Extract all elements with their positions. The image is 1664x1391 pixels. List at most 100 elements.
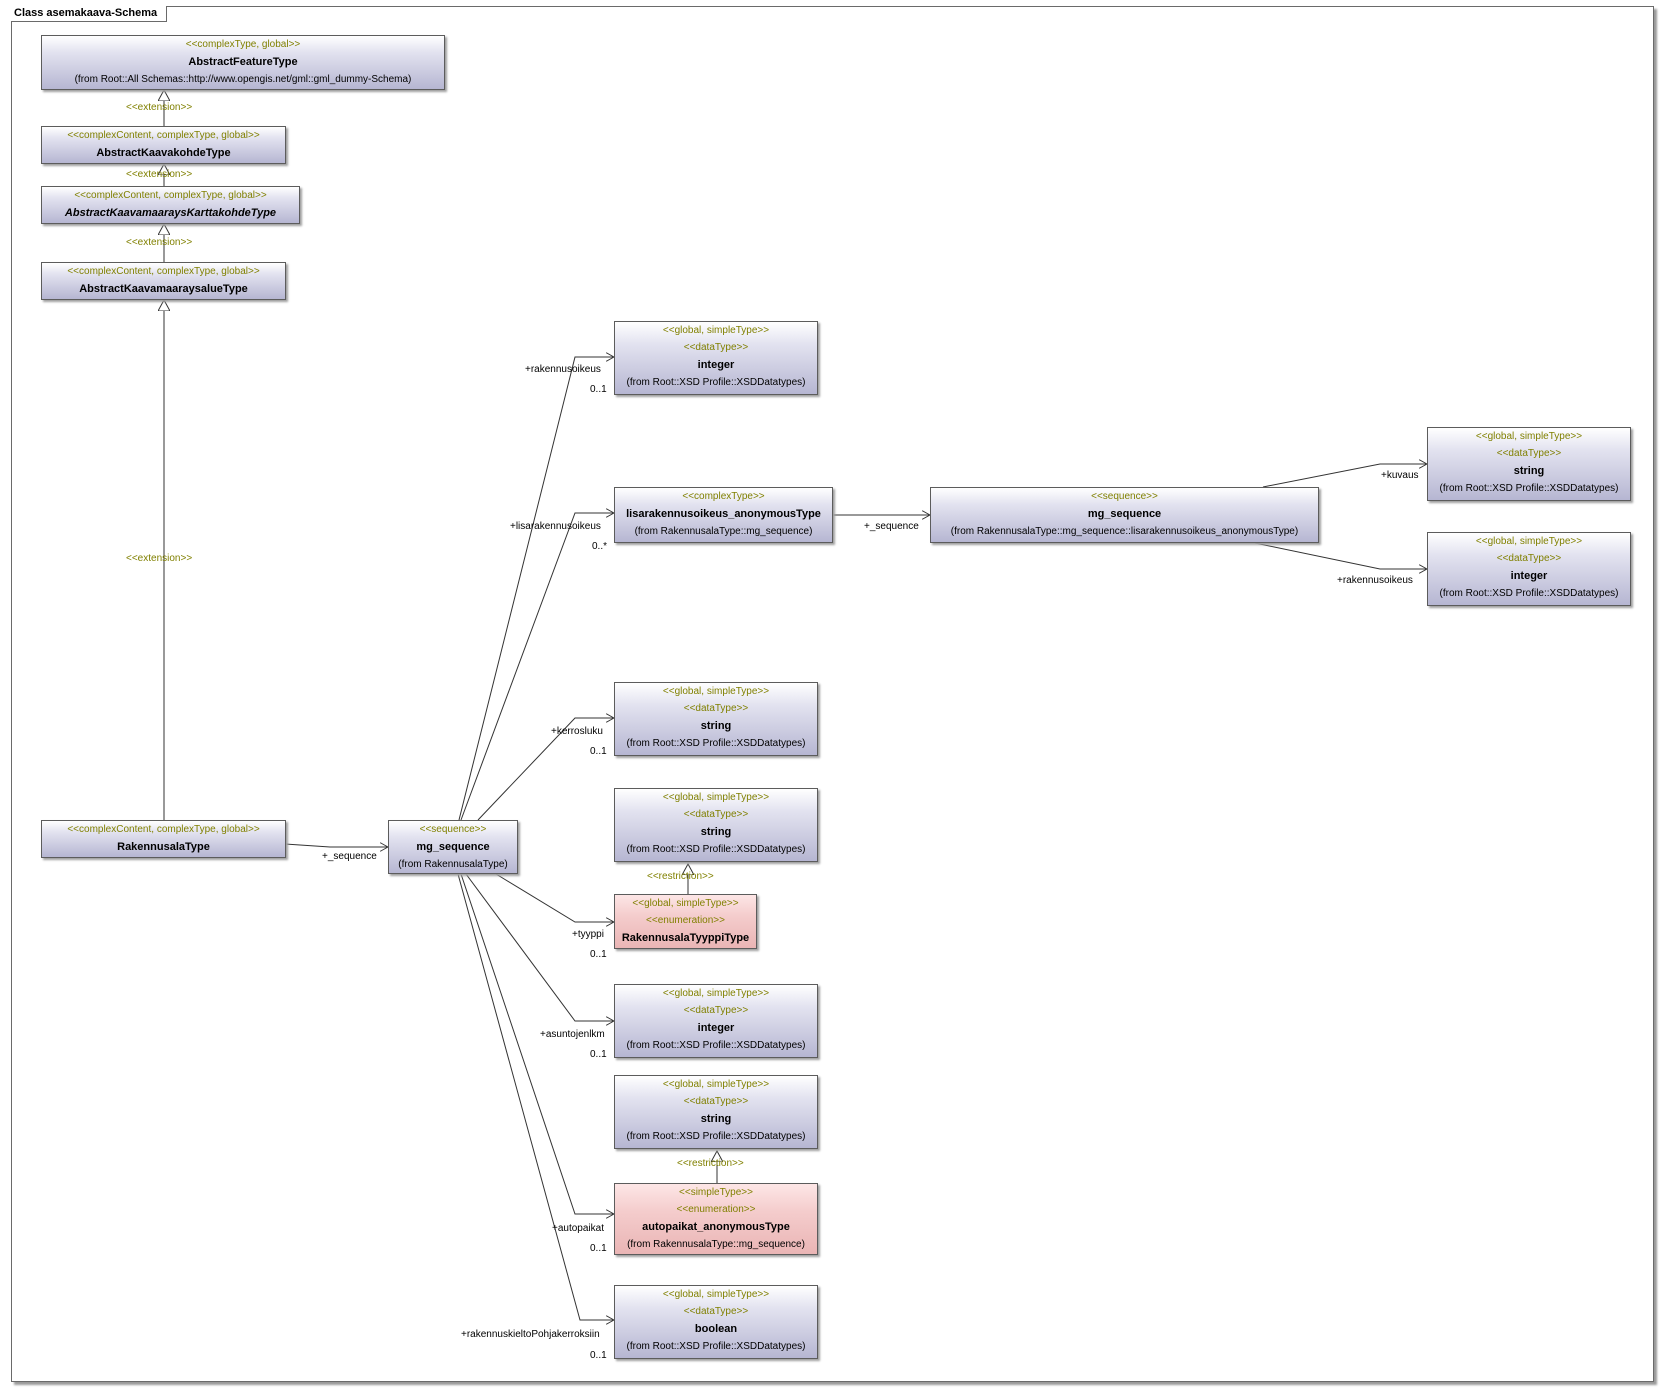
class-name: autopaikat_anonymousType — [642, 1221, 790, 1233]
association-autopaikat — [460, 873, 614, 1214]
stereotype: <<dataType>> — [1496, 553, 1562, 564]
class-origin: (from Root::All Schemas::http://www.open… — [74, 74, 412, 85]
extension-label: <<extension>> — [126, 553, 193, 564]
class-name: mg_sequence — [416, 841, 490, 853]
stereotype: <<global, simpleType>> — [1475, 431, 1583, 442]
multiplicity-label: 0..1 — [590, 746, 607, 757]
association-kuvaus — [1262, 464, 1427, 488]
multiplicity-label: 0..1 — [590, 1049, 607, 1060]
class-name: integer — [697, 1022, 735, 1034]
role-label: +rakennusoikeus — [1337, 575, 1413, 586]
stereotype: <<enumeration>> — [646, 915, 725, 926]
class-name: lisarakennusoikeus_anonymousType — [626, 508, 821, 520]
class-name: string — [700, 720, 732, 732]
restriction-label: <<restriction>> — [647, 871, 714, 882]
class-name: mg_sequence — [1087, 508, 1162, 520]
class-abstract-kaavamaaraysalue-type[interactable]: <<complexContent, complexType, global>> … — [41, 262, 286, 300]
stereotype: <<global, simpleType>> — [662, 988, 770, 999]
class-name: integer — [1510, 570, 1548, 582]
class-string-kerrosluku[interactable]: <<global, simpleType>> <<dataType>> stri… — [614, 682, 818, 756]
multiplicity-label: 0..1 — [590, 1350, 607, 1361]
association-kielto — [457, 873, 614, 1320]
class-mg-sequence[interactable]: <<sequence>> mg_sequence (from Rakennusa… — [388, 820, 518, 874]
stereotype: <<global, simpleType>> — [632, 898, 739, 909]
stereotype: <<sequence>> — [419, 824, 487, 835]
stereotype: <<simpleType>> — [679, 1187, 753, 1198]
diagram-title: Class asemakaava-Schema — [11, 6, 168, 22]
class-string-kuvaus[interactable]: <<global, simpleType>> <<dataType>> stri… — [1427, 427, 1631, 501]
class-abstract-kaavamaarays-karttakohde-type[interactable]: <<complexContent, complexType, global>> … — [41, 186, 300, 224]
restriction-label: <<restriction>> — [677, 1158, 744, 1169]
class-name: AbstractKaavakohdeType — [96, 147, 231, 159]
class-name: AbstractKaavamaaraysalueType — [79, 283, 248, 295]
stereotype: <<complexType>> — [682, 491, 765, 502]
stereotype: <<dataType>> — [683, 1096, 749, 1107]
class-name: string — [700, 1113, 732, 1125]
class-rakennusala-tyyppi-type[interactable]: <<global, simpleType>> <<enumeration>> R… — [614, 894, 757, 949]
stereotype: <<complexType, global>> — [185, 39, 301, 50]
association-rakennusoikeus — [458, 357, 614, 821]
class-name: AbstractKaavamaaraysKarttakohdeType — [64, 207, 277, 219]
stereotype: <<complexContent, complexType, global>> — [67, 824, 260, 835]
class-abstract-kaavakohde-type[interactable]: <<complexContent, complexType, global>> … — [41, 126, 286, 164]
class-autopaikat-anonymous-type[interactable]: <<simpleType>> <<enumeration>> autopaika… — [614, 1183, 818, 1255]
role-label: +tyyppi — [572, 929, 604, 940]
role-label: +rakennusoikeus — [525, 364, 601, 375]
stereotype: <<global, simpleType>> — [1475, 536, 1583, 547]
class-name: string — [1513, 465, 1545, 477]
association-kerrosluku — [477, 718, 614, 821]
class-name: RakennusalaTyyppiType — [621, 932, 750, 944]
stereotype: <<global, simpleType>> — [662, 325, 770, 336]
multiplicity-label: 0..* — [592, 541, 608, 552]
class-rakennusala-type[interactable]: <<complexContent, complexType, global>> … — [41, 820, 286, 858]
class-name: boolean — [694, 1323, 738, 1335]
class-integer-asuntojenlkm[interactable]: <<global, simpleType>> <<dataType>> inte… — [614, 984, 818, 1058]
multiplicity-label: 0..1 — [590, 384, 607, 395]
stereotype: <<dataType>> — [683, 1005, 749, 1016]
stereotype: <<enumeration>> — [676, 1204, 756, 1215]
role-label: +kerrosluku — [551, 726, 603, 737]
stereotype: <<dataType>> — [683, 342, 749, 353]
class-origin: (from Root::XSD Profile::XSDDatatypes) — [626, 738, 806, 749]
stereotype: <<dataType>> — [683, 809, 749, 820]
association-tyyppi — [495, 873, 614, 922]
class-name: string — [700, 826, 732, 838]
stereotype: <<dataType>> — [683, 1306, 749, 1317]
extension-label: <<extension>> — [126, 102, 193, 113]
stereotype: <<dataType>> — [1496, 448, 1562, 459]
class-origin: (from Root::XSD Profile::XSDDatatypes) — [1439, 588, 1619, 599]
association-asuntojenlkm — [465, 873, 614, 1021]
class-origin: (from Root::XSD Profile::XSDDatatypes) — [626, 1131, 806, 1142]
association-lisa-rakennusoikeus — [1254, 542, 1427, 569]
stereotype: <<global, simpleType>> — [662, 1289, 770, 1300]
class-boolean-kielto[interactable]: <<global, simpleType>> <<dataType>> bool… — [614, 1285, 818, 1359]
class-integer-lisa-rakennusoikeus[interactable]: <<global, simpleType>> <<dataType>> inte… — [1427, 532, 1631, 606]
class-string-autopaikat-base[interactable]: <<global, simpleType>> <<dataType>> stri… — [614, 1075, 818, 1149]
role-label: +lisarakennusoikeus — [510, 521, 601, 532]
stereotype: <<global, simpleType>> — [662, 792, 770, 803]
class-abstract-feature-type[interactable]: <<complexType, global>> AbstractFeatureT… — [41, 35, 445, 90]
class-integer-rakennusoikeus[interactable]: <<global, simpleType>> <<dataType>> inte… — [614, 321, 818, 395]
stereotype: <<global, simpleType>> — [662, 686, 770, 697]
class-origin: (from Root::XSD Profile::XSDDatatypes) — [626, 844, 806, 855]
class-origin: (from RakennusalaType::mg_sequence::lisa… — [950, 526, 1299, 537]
class-name: AbstractFeatureType — [188, 56, 298, 68]
diagram-frame — [11, 6, 1654, 1382]
role-label: +_sequence — [322, 851, 377, 862]
class-string-tyyppi-base[interactable]: <<global, simpleType>> <<dataType>> stri… — [614, 788, 818, 862]
class-name: RakennusalaType — [117, 841, 210, 853]
multiplicity-label: 0..1 — [590, 949, 607, 960]
class-origin: (from RakennusalaType) — [398, 859, 508, 870]
role-label: +autopaikat — [552, 1223, 604, 1234]
stereotype: <<dataType>> — [683, 703, 749, 714]
role-label: +rakennuskieltoPohjakerroksiin — [461, 1329, 600, 1340]
stereotype: <<sequence>> — [1091, 491, 1158, 502]
class-origin: (from Root::XSD Profile::XSDDatatypes) — [626, 377, 806, 388]
class-mg-sequence-lisa[interactable]: <<sequence>> mg_sequence (from Rakennusa… — [930, 487, 1319, 543]
role-label: +_sequence — [864, 521, 919, 532]
class-lisarakennusoikeus-anonymous-type[interactable]: <<complexType>> lisarakennusoikeus_anony… — [614, 487, 833, 543]
class-origin: (from RakennusalaType::mg_sequence) — [627, 1239, 805, 1250]
stereotype: <<complexContent, complexType, global>> — [67, 266, 260, 277]
class-origin: (from Root::XSD Profile::XSDDatatypes) — [1439, 483, 1619, 494]
